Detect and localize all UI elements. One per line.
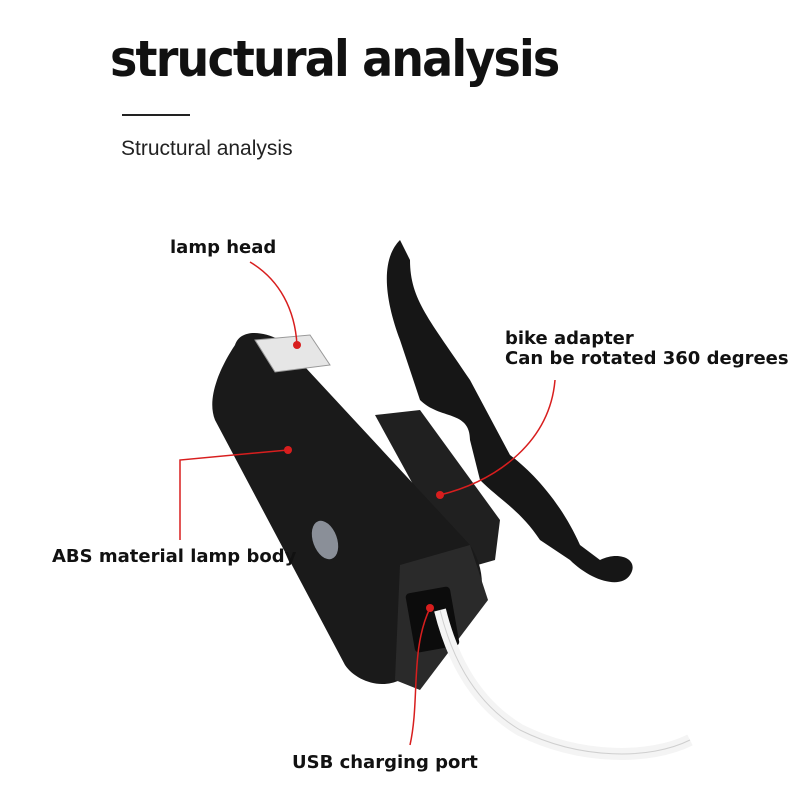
marker-bike-adapter bbox=[436, 491, 444, 499]
callout-usb-port: USB charging port bbox=[292, 752, 478, 773]
leader-line-usb bbox=[409, 607, 431, 746]
marker-lamp-body bbox=[284, 446, 292, 454]
callout-bike-adapter-note: Can be rotated 360 degrees bbox=[505, 348, 789, 369]
callout-lamp-body: ABS material lamp body bbox=[52, 546, 297, 567]
callout-bike-adapter: bike adapter bbox=[505, 328, 634, 349]
leader-line-lamp-head bbox=[249, 261, 298, 346]
page-subtitle: Structural analysis bbox=[121, 137, 293, 160]
page-title: structural analysis bbox=[110, 30, 560, 88]
callout-lamp-head: lamp head bbox=[170, 237, 277, 258]
title-underline bbox=[122, 114, 190, 116]
lamp-head bbox=[254, 334, 331, 373]
leader-line-bike-adapter bbox=[439, 379, 556, 496]
marker-lamp-head bbox=[293, 341, 301, 349]
bike-adapter bbox=[375, 240, 633, 583]
marker-usb bbox=[426, 604, 434, 612]
usb-cable bbox=[434, 608, 693, 760]
leader-line-lamp-body bbox=[179, 449, 289, 540]
